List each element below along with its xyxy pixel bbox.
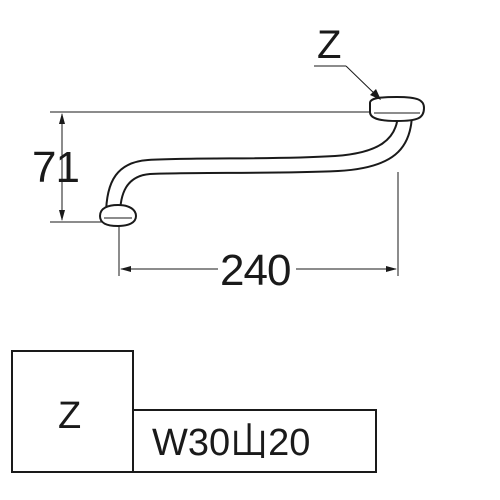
length-dimension-label: 240 (220, 246, 290, 295)
table-spec-cell (132, 409, 377, 473)
table-thread-spec: W30山20 (152, 422, 310, 464)
callout-leader-diagonal (345, 65, 379, 98)
union-nut (369, 95, 426, 123)
height-arrow-bottom (59, 210, 65, 221)
spout-tip (98, 203, 138, 228)
table-key-label: Z (58, 395, 81, 437)
height-arrow-top (59, 113, 65, 124)
callout-arrow (370, 89, 381, 100)
table-key-cell (11, 350, 134, 473)
callout-label: Z (317, 23, 341, 67)
height-dimension-label: 71 (32, 143, 79, 192)
length-arrow-right (386, 266, 397, 272)
length-arrow-left (120, 266, 131, 272)
spout-pipe (104, 111, 414, 217)
